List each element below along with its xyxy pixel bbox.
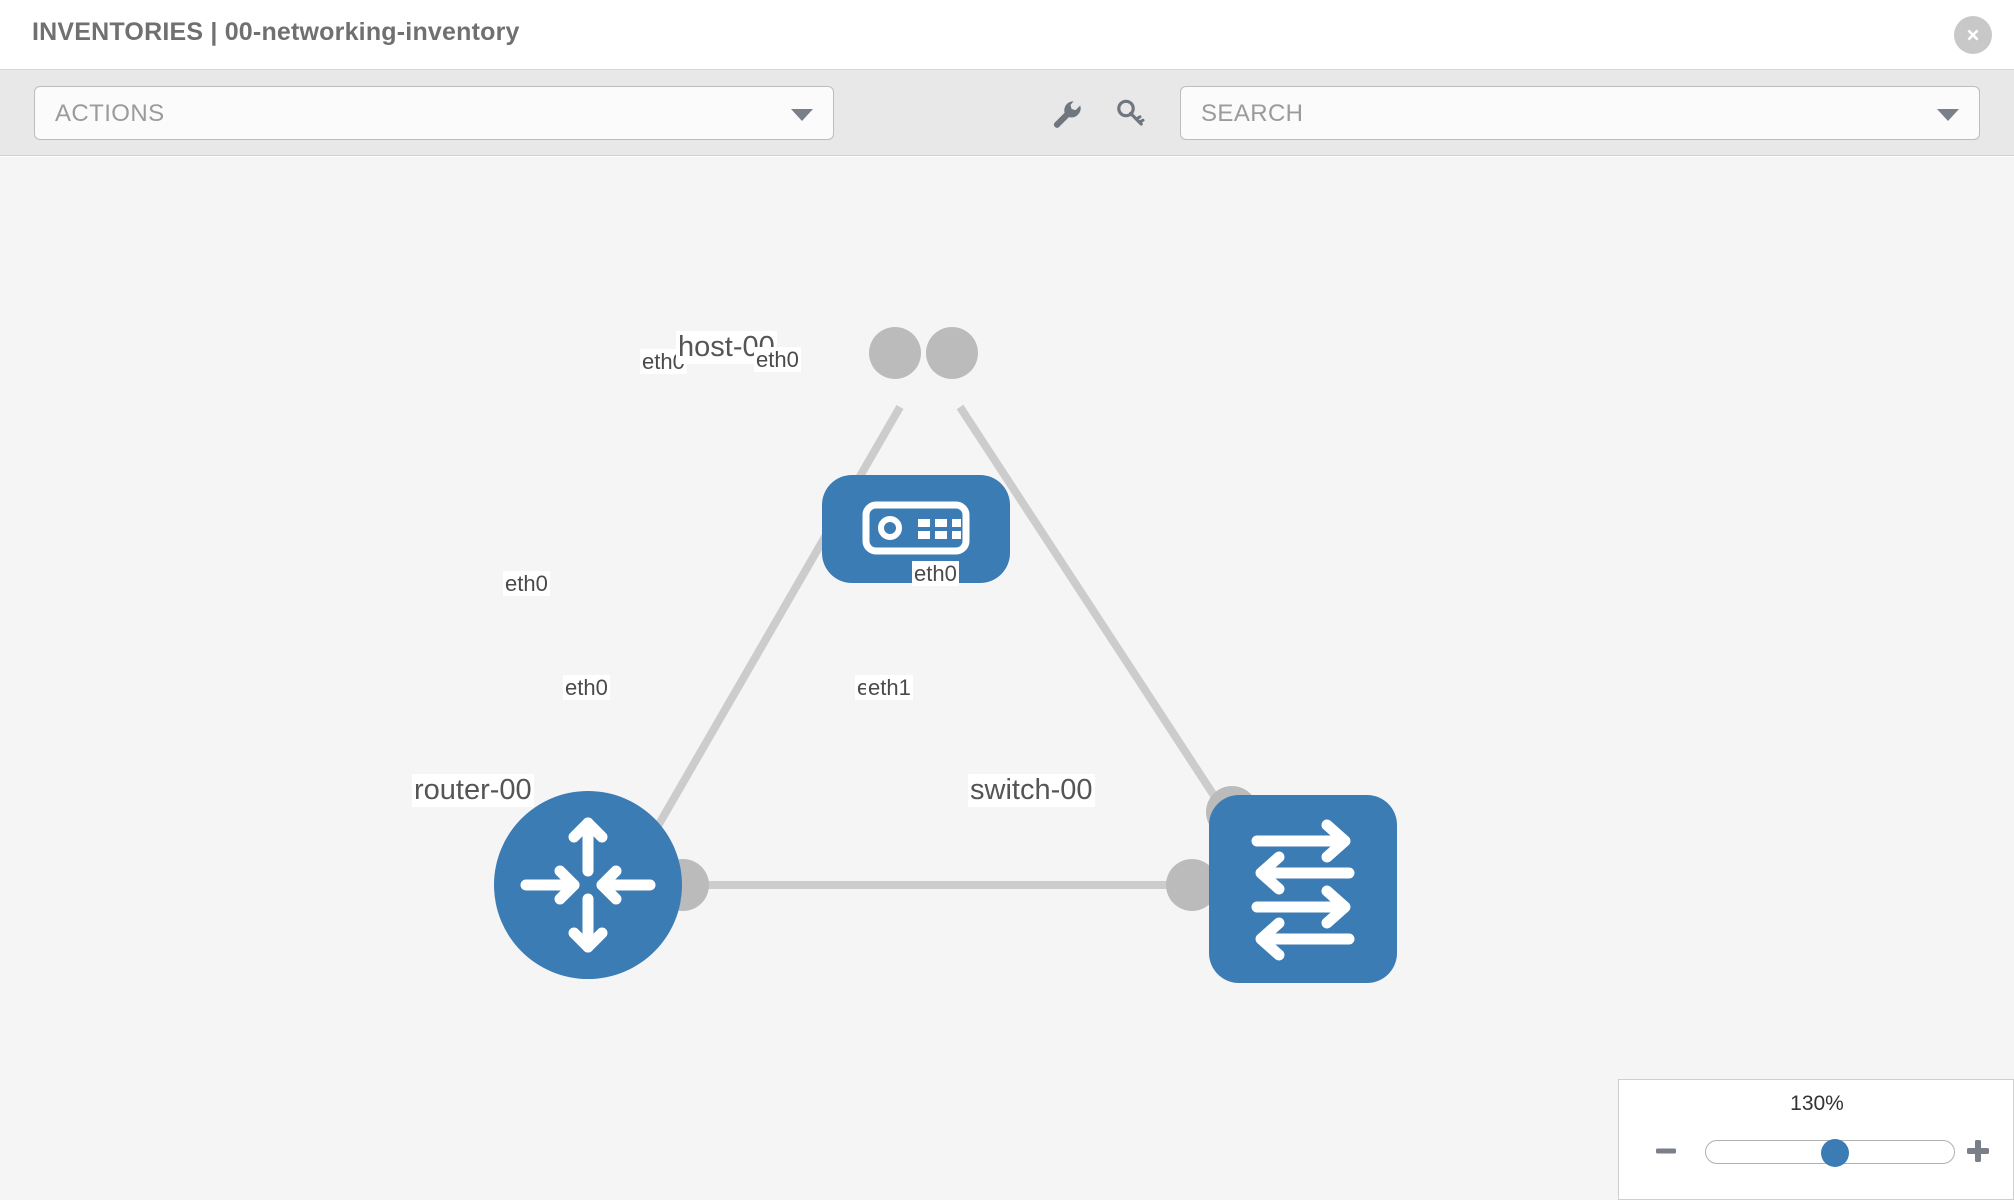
chevron-down-icon: [791, 109, 813, 121]
actions-dropdown-label: ACTIONS: [55, 100, 165, 127]
toolbar: ACTIONS SEARCH: [0, 70, 2014, 156]
nub-host-left: [869, 327, 921, 379]
zoom-level-value: 130%: [1790, 1092, 1844, 1115]
page-header: INVENTORIES | 00-networking-inventory: [0, 0, 2014, 70]
wrench-icon[interactable]: [1044, 92, 1088, 136]
interface-nubs: [657, 327, 1258, 911]
edge-host-router: [636, 404, 904, 860]
edge-label-switch-left-b: eth1: [866, 675, 913, 701]
chevron-down-icon[interactable]: [1937, 109, 1959, 121]
zoom-control-panel: 130%: [1618, 1079, 2014, 1200]
node-label-router-00: router-00: [412, 774, 534, 808]
edge-label-switch-up: eth0: [912, 561, 959, 587]
zoom-slider-thumb[interactable]: [1821, 1139, 1850, 1167]
search-placeholder: SEARCH: [1201, 100, 1304, 127]
zoom-slider-row: [1619, 1130, 2014, 1174]
nub-switch-left: [1166, 859, 1218, 911]
zoom-out-button[interactable]: [1649, 1134, 1683, 1168]
node-router-00: [494, 791, 682, 979]
node-host-00: [822, 475, 1010, 583]
close-icon[interactable]: [1954, 16, 1992, 54]
key-icon[interactable]: [1108, 92, 1152, 136]
actions-dropdown[interactable]: ACTIONS: [34, 86, 834, 140]
edge-host-switch: [956, 404, 1232, 820]
search-input[interactable]: SEARCH: [1180, 86, 1980, 140]
zoom-slider-track[interactable]: [1705, 1139, 1955, 1167]
node-switch-00: [1209, 795, 1397, 983]
zoom-in-button[interactable]: [1961, 1134, 1995, 1168]
topology-graph: [494, 327, 1397, 983]
page-title: INVENTORIES | 00-networking-inventory: [32, 18, 520, 46]
node-label-switch-00: switch-00: [968, 774, 1095, 808]
edge-label-router-up: eth0: [503, 571, 550, 597]
nub-host-right: [926, 327, 978, 379]
edge-label-router-right: eth0: [563, 675, 610, 701]
edge-label-host-right: eth0: [754, 347, 801, 373]
topology-canvas[interactable]: eth0 host-00 eth0 eth0 eth0 eth0 eth0 et…: [0, 157, 2014, 1200]
